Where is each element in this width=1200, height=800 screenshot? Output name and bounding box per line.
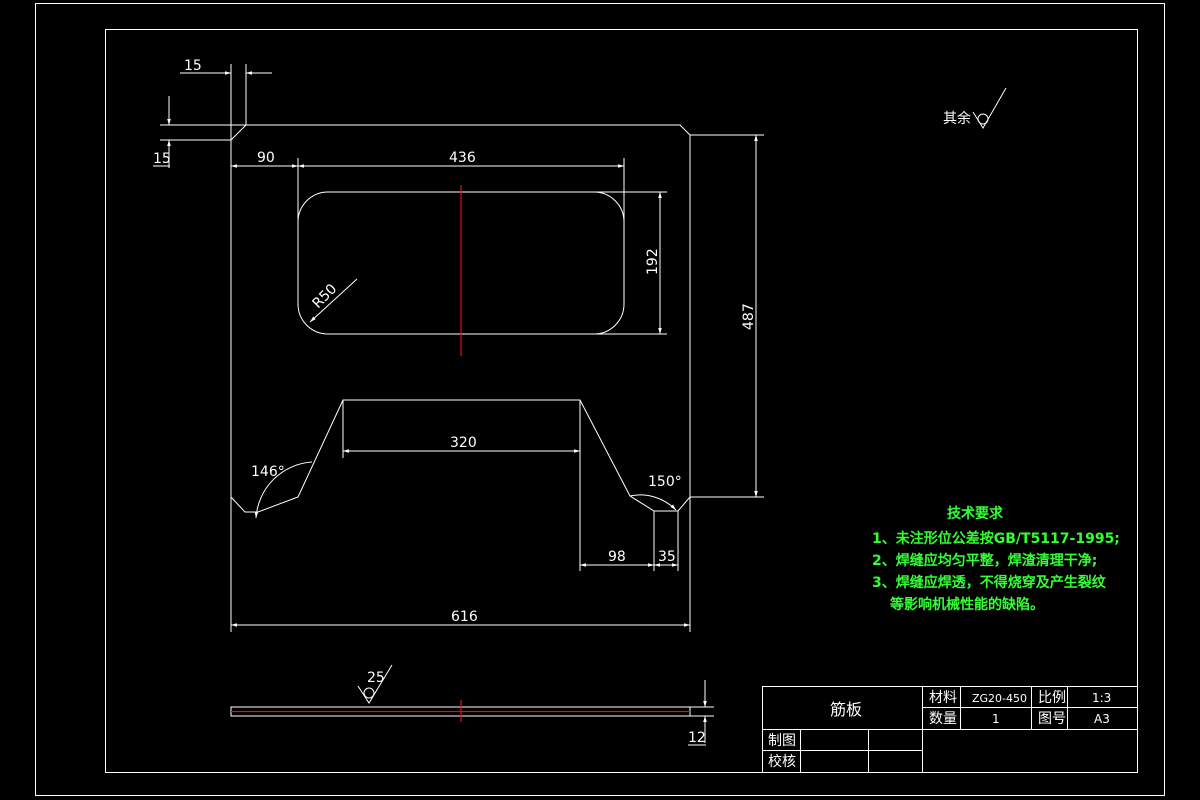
dim-text-angle-left: 146°	[251, 464, 285, 480]
dim-notch-top: 320	[342, 400, 581, 571]
tech-title: 技术要求	[947, 505, 1004, 522]
dim-text-bottom-step: 35	[658, 549, 676, 565]
dim-text-plate-height: 487	[741, 303, 757, 330]
checked-label: 校核	[768, 753, 796, 770]
drawn-label: 制图	[768, 733, 796, 749]
dim-text-hole-offset: 90	[257, 150, 275, 166]
part-name: 筋板	[830, 700, 862, 719]
dim-angle-left: 146°	[251, 461, 313, 519]
dim-hole-height: 192	[590, 191, 667, 335]
outer-frame	[35, 3, 1165, 796]
dim-top-chamfer-y: 15	[153, 96, 246, 168]
thickness-text: 12	[688, 730, 706, 746]
dim-text-plate-width: 616	[451, 609, 478, 625]
inner-frame	[105, 29, 1138, 773]
side-view: 25 12	[230, 664, 714, 746]
dim-angle-right: 150°	[629, 474, 682, 511]
scale-value: 1:3	[1092, 691, 1111, 705]
tech-item-3: 3、焊缝应焊透，不得烧穿及产生裂纹	[872, 574, 1107, 591]
dim-hole-radius: R50	[310, 278, 358, 323]
roughness-side-text: 25	[367, 670, 385, 686]
dim-text-bottom-offset: 98	[608, 549, 626, 565]
dim-text-hole-radius: R50	[310, 281, 341, 312]
dim-text-top-chamfer-y: 15	[153, 151, 171, 167]
dim-top-chamfer-x: 15	[180, 58, 272, 140]
dim-text-hole-length: 436	[449, 150, 476, 166]
dim-bottom-step: 35	[654, 549, 678, 567]
tech-requirements: 技术要求 1、未注形位公差按GB/T5117-1995; 2、焊缝应均匀平整，焊…	[872, 505, 1120, 613]
title-block: 筋板 材料 ZG20-450 比例 1:3 数量 1 图号 A3 制图 校核	[762, 686, 1138, 773]
scale-label: 比例	[1038, 690, 1066, 706]
tech-item-1: 1、未注形位公差按GB/T5117-1995;	[872, 530, 1120, 547]
dim-hole-length: 436	[298, 150, 625, 228]
drawing-no-value: A3	[1094, 712, 1110, 726]
drawing-no-label: 图号	[1038, 711, 1066, 727]
dim-plate-width: 616	[230, 497, 691, 632]
surface-note-text: 其余	[943, 110, 971, 127]
dim-text-angle-right: 150°	[648, 474, 682, 490]
surface-roughness-note: 其余	[943, 87, 1007, 129]
dim-plate-height: 487	[690, 134, 764, 498]
material-label: 材料	[929, 690, 957, 706]
tech-item-2: 2、焊缝应均匀平整，焊渣清理干净;	[872, 552, 1097, 569]
dim-text-top-chamfer-x: 15	[184, 58, 202, 74]
dim-bottom-offset: 98	[580, 549, 654, 567]
dim-hole-offset: 90	[231, 150, 299, 228]
quantity-label: 数量	[929, 711, 957, 727]
dim-text-notch-top: 320	[450, 435, 477, 451]
quantity-value: 1	[992, 712, 1000, 726]
dim-text-hole-height: 192	[645, 248, 661, 275]
material-value: ZG20-450	[972, 692, 1027, 705]
tech-item-4: 等影响机械性能的缺陷。	[890, 596, 1044, 613]
